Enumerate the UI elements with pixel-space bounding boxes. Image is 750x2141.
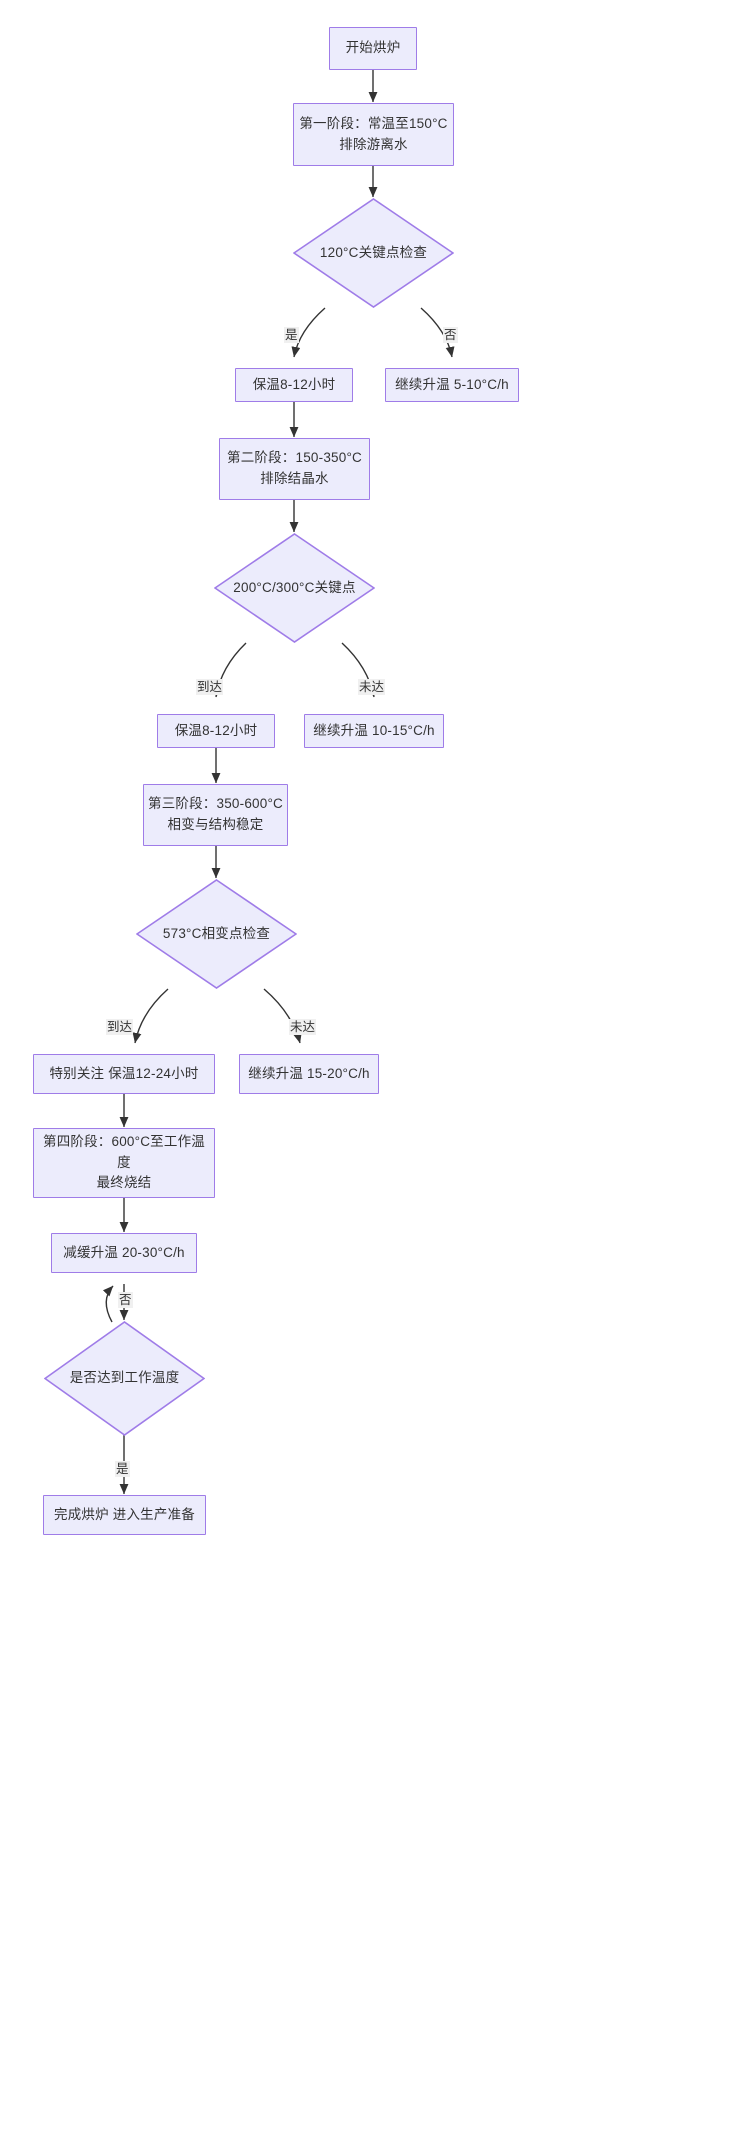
node-stage4-line3: 最终烧结	[96, 1175, 152, 1191]
node-ramp-3[interactable]: 继续升温 15-20°C/h	[239, 1054, 379, 1094]
node-stage2-line2: 排除结晶水	[260, 471, 329, 486]
node-check-120c-label: 120°C关键点检查	[319, 244, 428, 260]
node-hold-1[interactable]: 保温8-12小时	[235, 368, 353, 402]
node-ramp-2-label: 继续升温 10-15°C/h	[313, 722, 435, 738]
node-check-573c-label: 573°C相变点检查	[162, 925, 271, 941]
edge-label-notreach-200: 未达	[358, 679, 386, 696]
node-stage3-line1: 第三阶段：350-600°C	[148, 796, 283, 812]
node-stage3[interactable]: 第三阶段：350-600°C 相变与结构稳定	[143, 784, 288, 846]
node-check-120c[interactable]: 120°C关键点检查	[293, 198, 454, 308]
diamond-shape-573c	[136, 879, 297, 989]
edge-label-final-yes: 是	[115, 1461, 130, 1478]
node-stage1-line1: 第一阶段：常温至150°C	[299, 115, 448, 131]
node-hold-2-label: 保温8-12小时	[174, 722, 258, 738]
edge-label-notreach-573: 未达	[289, 1019, 317, 1036]
node-check-200-300c-label: 200°C/300°C关键点	[233, 579, 356, 595]
edge-label-loop-no: 否	[118, 1292, 133, 1309]
node-start-label: 开始烘炉	[345, 40, 401, 56]
node-ramp-1-label: 继续升温 5-10°C/h	[395, 376, 509, 392]
edge-check573-to-hold3	[132, 988, 169, 1044]
node-slow-ramp-label: 减缓升温 20-30°C/h	[63, 1244, 185, 1260]
edge-label-reach-200: 到达	[196, 679, 224, 696]
edge-loop-no	[102, 1285, 114, 1323]
edge-check120-to-hold1	[291, 307, 326, 358]
node-stage4[interactable]: 第四阶段：600°C至工作温 度 最终烧结	[33, 1128, 215, 1198]
node-stage2[interactable]: 第二阶段：150-350°C 排除结晶水	[219, 438, 370, 500]
node-stage1-line2: 排除游离水	[339, 136, 408, 152]
diamond-shape-200-300c	[214, 533, 375, 643]
node-stage1[interactable]: 第一阶段：常温至150°C 排除游离水	[293, 103, 454, 166]
node-hold-2[interactable]: 保温8-12小时	[157, 714, 275, 748]
node-stage2-line1: 第二阶段：150-350°C	[227, 450, 362, 466]
node-check-working-temp-label: 是否达到工作温度	[69, 1370, 180, 1386]
node-slow-ramp[interactable]: 减缓升温 20-30°C/h	[51, 1233, 197, 1273]
node-check-200-300c[interactable]: 200°C/300°C关键点	[214, 533, 375, 643]
node-hold-3[interactable]: 特别关注 保温12-24小时	[33, 1054, 215, 1094]
node-start[interactable]: 开始烘炉	[329, 27, 417, 70]
node-finish[interactable]: 完成烘炉 进入生产准备	[43, 1495, 206, 1535]
node-ramp-3-label: 继续升温 15-20°C/h	[248, 1065, 370, 1081]
edge-label-yes-120c: 是	[284, 327, 299, 344]
node-check-573c[interactable]: 573°C相变点检查	[136, 879, 297, 989]
diamond-shape-120c	[293, 198, 454, 308]
node-stage3-line2: 相变与结构稳定	[167, 817, 264, 832]
node-hold-3-label: 特别关注 保温12-24小时	[49, 1065, 199, 1081]
node-check-working-temp[interactable]: 是否达到工作温度	[44, 1321, 205, 1436]
node-ramp-2[interactable]: 继续升温 10-15°C/h	[304, 714, 444, 748]
edge-label-reach-573: 到达	[106, 1019, 134, 1036]
node-stage4-line2: 度	[117, 1154, 131, 1170]
node-stage4-line1: 第四阶段：600°C至工作温	[43, 1133, 205, 1149]
node-finish-label: 完成烘炉 进入生产准备	[54, 1506, 195, 1522]
node-hold-1-label: 保温8-12小时	[252, 376, 336, 392]
node-ramp-1[interactable]: 继续升温 5-10°C/h	[385, 368, 519, 402]
edge-label-no-120c: 否	[443, 327, 458, 344]
diamond-shape-working-temp	[44, 1321, 205, 1436]
